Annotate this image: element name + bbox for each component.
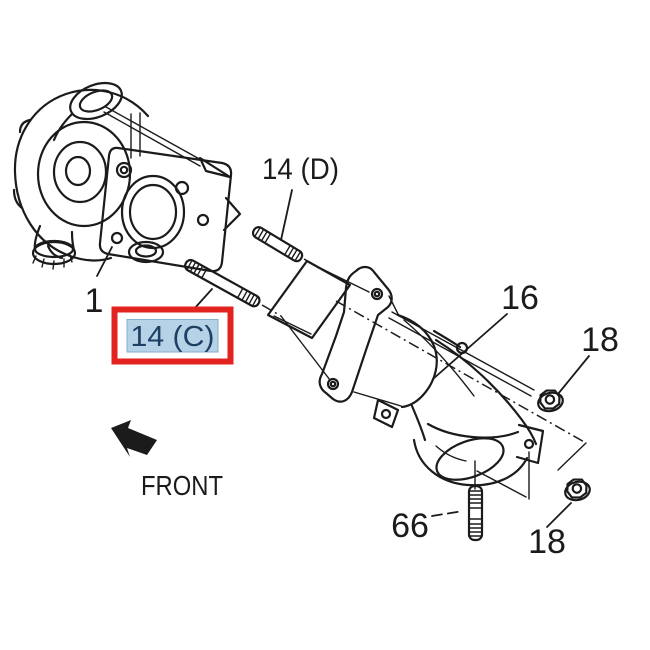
callout-stud-66[interactable]: 66 <box>391 507 429 545</box>
stud-14c-axis-line <box>261 304 282 317</box>
nut-18-lower-drawing <box>564 478 591 502</box>
turbocharger-drawing <box>12 81 242 273</box>
stud-14c-drawing <box>184 258 261 308</box>
callout-nut-upper[interactable]: 18 <box>581 321 619 359</box>
selected-callout-stud-14c[interactable]: 14 (C) <box>111 288 234 365</box>
leader-line-stud-66 <box>431 510 464 517</box>
upper-stud-line <box>391 311 535 391</box>
callout-stud-14c[interactable]: 14 (C) <box>131 321 215 353</box>
leader-line-stud-14c <box>193 288 213 310</box>
callout-exhaust-adapter[interactable]: 16 <box>501 279 539 317</box>
callout-turbocharger[interactable]: 1 <box>85 282 104 320</box>
selected-part-highlight-fill <box>126 319 219 353</box>
centerline-bend <box>557 442 587 471</box>
stud-14d-projection-line <box>315 265 370 293</box>
stud-66-drawing <box>467 484 484 542</box>
leader-line-turbocharger <box>96 246 113 277</box>
leader-line-stud-14d <box>280 189 293 241</box>
stud-14d-axis-line <box>303 258 317 267</box>
leader-line-nut-lower <box>546 502 572 528</box>
nut-18-upper-drawing <box>537 389 564 413</box>
gasket-drawing <box>266 259 352 340</box>
callout-nut-lower[interactable]: 18 <box>528 523 566 561</box>
assembly-centerline <box>335 300 587 444</box>
front-arrow-icon <box>111 420 157 457</box>
front-label: FRONT <box>141 470 223 501</box>
leader-line-exhaust-adapter <box>432 313 508 380</box>
leader-line-nut-upper <box>557 355 590 395</box>
stud-14d-drawing <box>251 226 304 263</box>
selected-part-highlight-box <box>111 306 234 365</box>
upper-stud-line-2 <box>388 317 532 397</box>
stud-14c-projection-line <box>280 315 331 381</box>
callout-stud-14d[interactable]: 14 (D) <box>262 153 339 186</box>
stud-66-bracket <box>474 451 530 500</box>
